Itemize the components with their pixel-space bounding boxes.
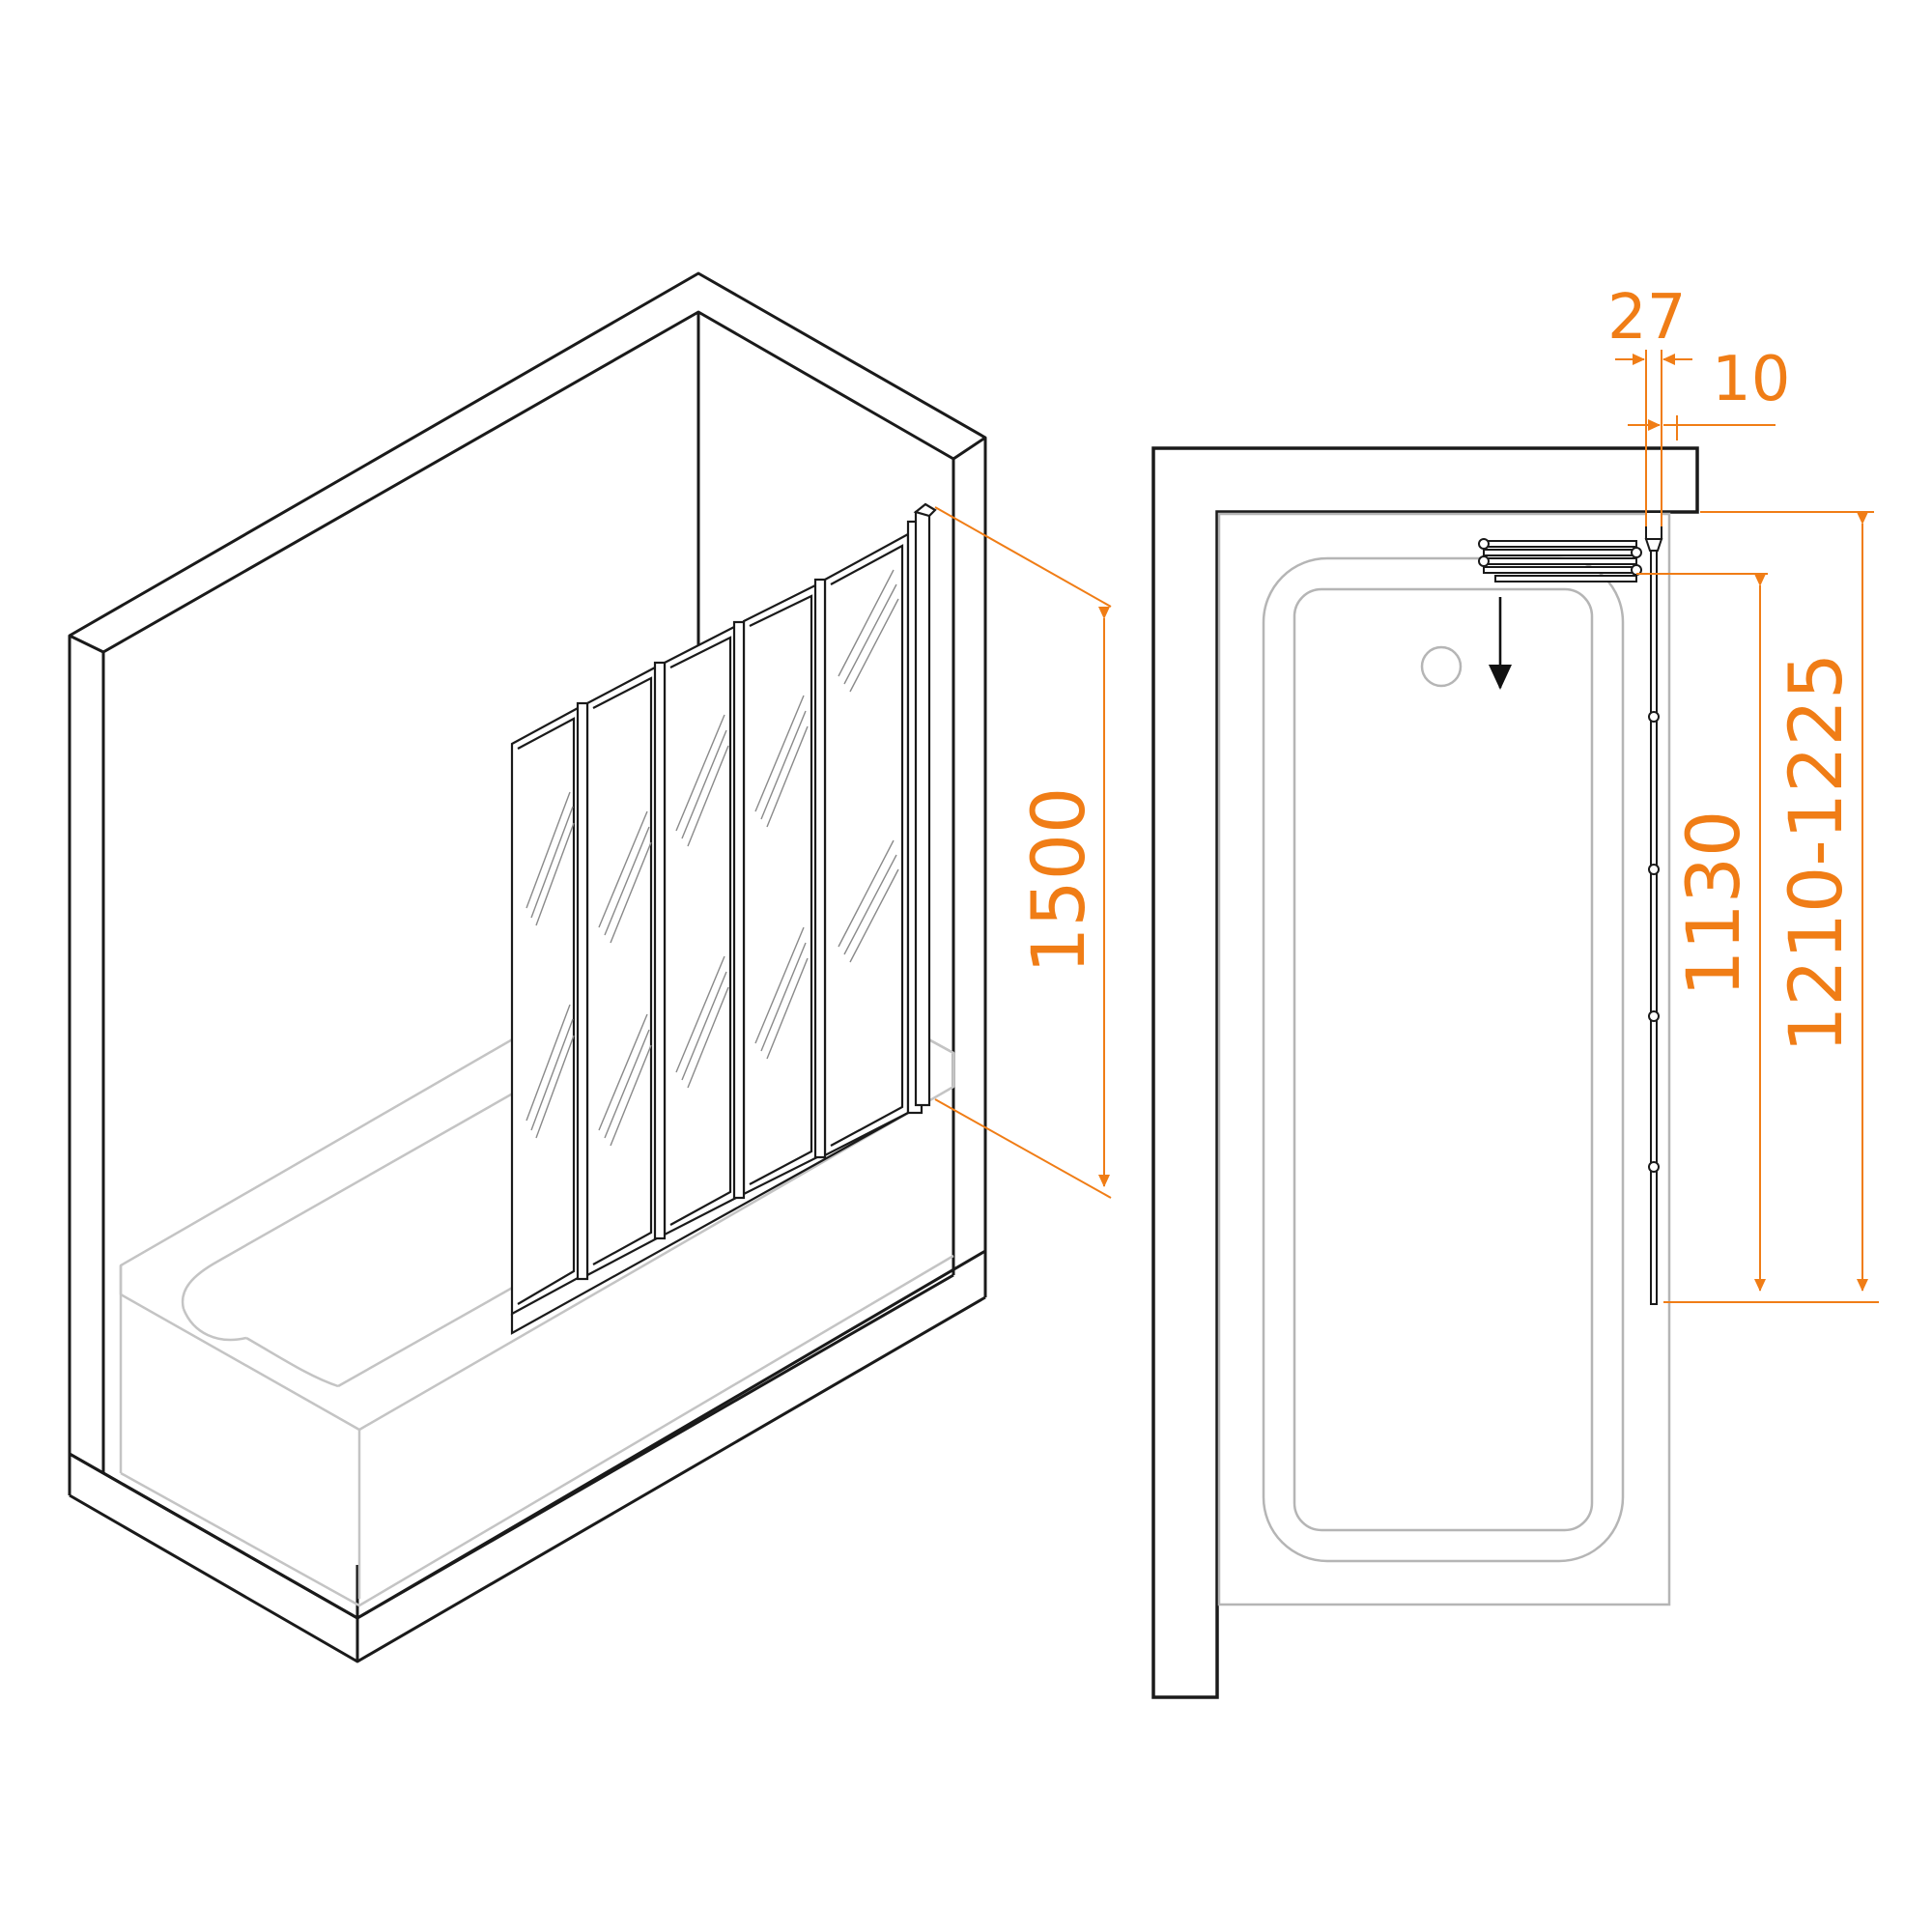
glass-panel-5 xyxy=(823,532,910,1157)
dimension-label-height: 1500 xyxy=(1015,787,1101,974)
glass-panel-3 xyxy=(663,624,738,1236)
open-panel-line xyxy=(1648,550,1660,1305)
glass-panel-4 xyxy=(742,582,819,1196)
bathtub-plan xyxy=(1217,512,1671,1606)
drain-icon xyxy=(1420,645,1463,688)
plan-view: 27 10 1130 1210-1225 xyxy=(1151,282,1879,1699)
dimension-label-mount-range: 1210-1225 xyxy=(1773,653,1859,1053)
dimension-label-profile-wall: 10 xyxy=(1712,344,1790,415)
glass-panel-2 xyxy=(585,665,659,1277)
dimension-height: 1500 xyxy=(934,506,1112,1199)
dimension-mount-range xyxy=(1700,511,1874,1292)
dimension-label-panel-width: 1130 xyxy=(1670,810,1756,997)
isometric-view: 1500 xyxy=(68,271,1112,1663)
folded-panels xyxy=(1478,511,1663,582)
wall-outline xyxy=(1151,446,1699,1699)
folding-screen xyxy=(510,502,937,1335)
glass-panel-1 xyxy=(510,705,582,1316)
dimension-panel-width xyxy=(1636,573,1879,1303)
glass-reflections xyxy=(526,569,899,1147)
dimension-profile xyxy=(1615,350,1776,526)
dimension-label-profile-total: 27 xyxy=(1607,282,1686,354)
